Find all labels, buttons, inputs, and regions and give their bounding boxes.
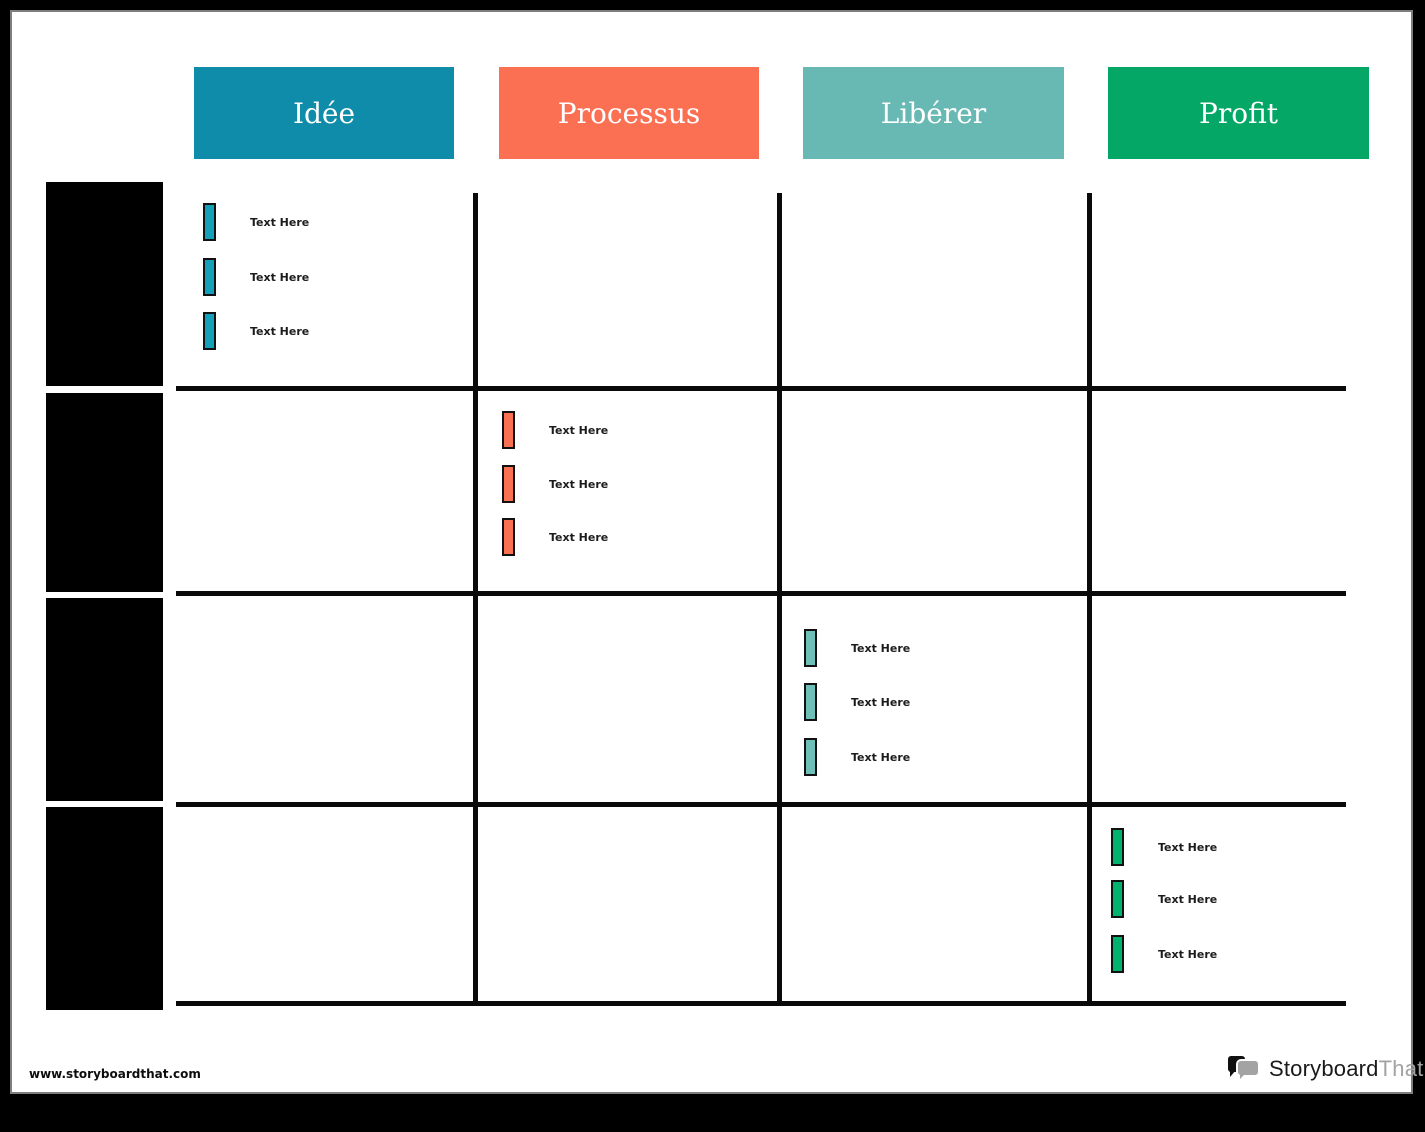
list-item[interactable]: Text Here xyxy=(804,738,910,776)
list-item-label: Text Here xyxy=(250,215,310,229)
list-item[interactable]: Text Here xyxy=(203,258,309,296)
list-item-label: Text Here xyxy=(549,423,609,437)
bullet-swatch-icon xyxy=(502,411,515,449)
list-item-label: Text Here xyxy=(250,324,310,338)
bullet-swatch-icon xyxy=(203,312,216,350)
row-divider-line xyxy=(176,386,1346,391)
list-item-label: Text Here xyxy=(1158,892,1218,906)
bullet-swatch-icon xyxy=(804,683,817,721)
speech-bubble-light-icon xyxy=(1238,1061,1258,1079)
column-header-label: Profit xyxy=(1198,96,1278,130)
column-divider-line xyxy=(777,193,782,1006)
list-item-label: Text Here xyxy=(851,695,911,709)
column-header-idee[interactable]: Idée xyxy=(194,67,454,159)
bullet-swatch-icon xyxy=(203,258,216,296)
column-divider-line xyxy=(1087,193,1092,1006)
column-header-label: Libérer xyxy=(880,96,987,130)
list-item[interactable]: Text Here xyxy=(203,203,309,241)
column-header-processus[interactable]: Processus xyxy=(499,67,759,159)
bullet-swatch-icon xyxy=(502,465,515,503)
row-header-box-4[interactable] xyxy=(46,807,163,1010)
row-header-box-2[interactable] xyxy=(46,393,163,592)
list-item-label: Text Here xyxy=(549,477,609,491)
list-item[interactable]: Text Here xyxy=(804,629,910,667)
website-url[interactable]: www.storyboardthat.com xyxy=(29,1067,201,1081)
list-item-label: Text Here xyxy=(549,530,609,544)
bullet-swatch-icon xyxy=(502,518,515,556)
row-header-box-3[interactable] xyxy=(46,598,163,801)
column-header-profit[interactable]: Profit xyxy=(1108,67,1369,159)
list-item[interactable]: Text Here xyxy=(1111,935,1217,973)
logo-wordmark: StoryboardThat xyxy=(1269,1056,1423,1082)
list-item-label: Text Here xyxy=(250,270,310,284)
row-divider-line xyxy=(176,591,1346,596)
list-item[interactable]: Text Here xyxy=(502,411,608,449)
column-header-label: Idée xyxy=(292,96,356,130)
row-divider-line xyxy=(176,1001,1346,1006)
logo-text-secondary: That xyxy=(1378,1056,1424,1081)
list-item-label: Text Here xyxy=(851,641,911,655)
list-item[interactable]: Text Here xyxy=(1111,880,1217,918)
speech-bubbles-icon xyxy=(1228,1054,1262,1084)
bullet-swatch-icon xyxy=(1111,935,1124,973)
storyboardthat-logo[interactable]: StoryboardThat xyxy=(1228,1052,1423,1086)
bullet-swatch-icon xyxy=(804,629,817,667)
worksheet-page: Idée Processus Libérer Profit Text Here … xyxy=(10,10,1423,1094)
column-header-label: Processus xyxy=(557,96,701,130)
list-item[interactable]: Text Here xyxy=(804,683,910,721)
logo-text-primary: Storyboard xyxy=(1269,1056,1379,1081)
list-item-label: Text Here xyxy=(851,750,911,764)
column-divider-line xyxy=(473,193,478,1006)
list-item[interactable]: Text Here xyxy=(502,518,608,556)
row-divider-line xyxy=(176,802,1346,807)
bullet-swatch-icon xyxy=(1111,828,1124,866)
list-item[interactable]: Text Here xyxy=(502,465,608,503)
list-item[interactable]: Text Here xyxy=(1111,828,1217,866)
row-header-box-1[interactable] xyxy=(46,182,163,386)
bullet-swatch-icon xyxy=(804,738,817,776)
list-item[interactable]: Text Here xyxy=(203,312,309,350)
list-item-label: Text Here xyxy=(1158,947,1218,961)
list-item-label: Text Here xyxy=(1158,840,1218,854)
bullet-swatch-icon xyxy=(1111,880,1124,918)
column-header-liberer[interactable]: Libérer xyxy=(803,67,1064,159)
bullet-swatch-icon xyxy=(203,203,216,241)
